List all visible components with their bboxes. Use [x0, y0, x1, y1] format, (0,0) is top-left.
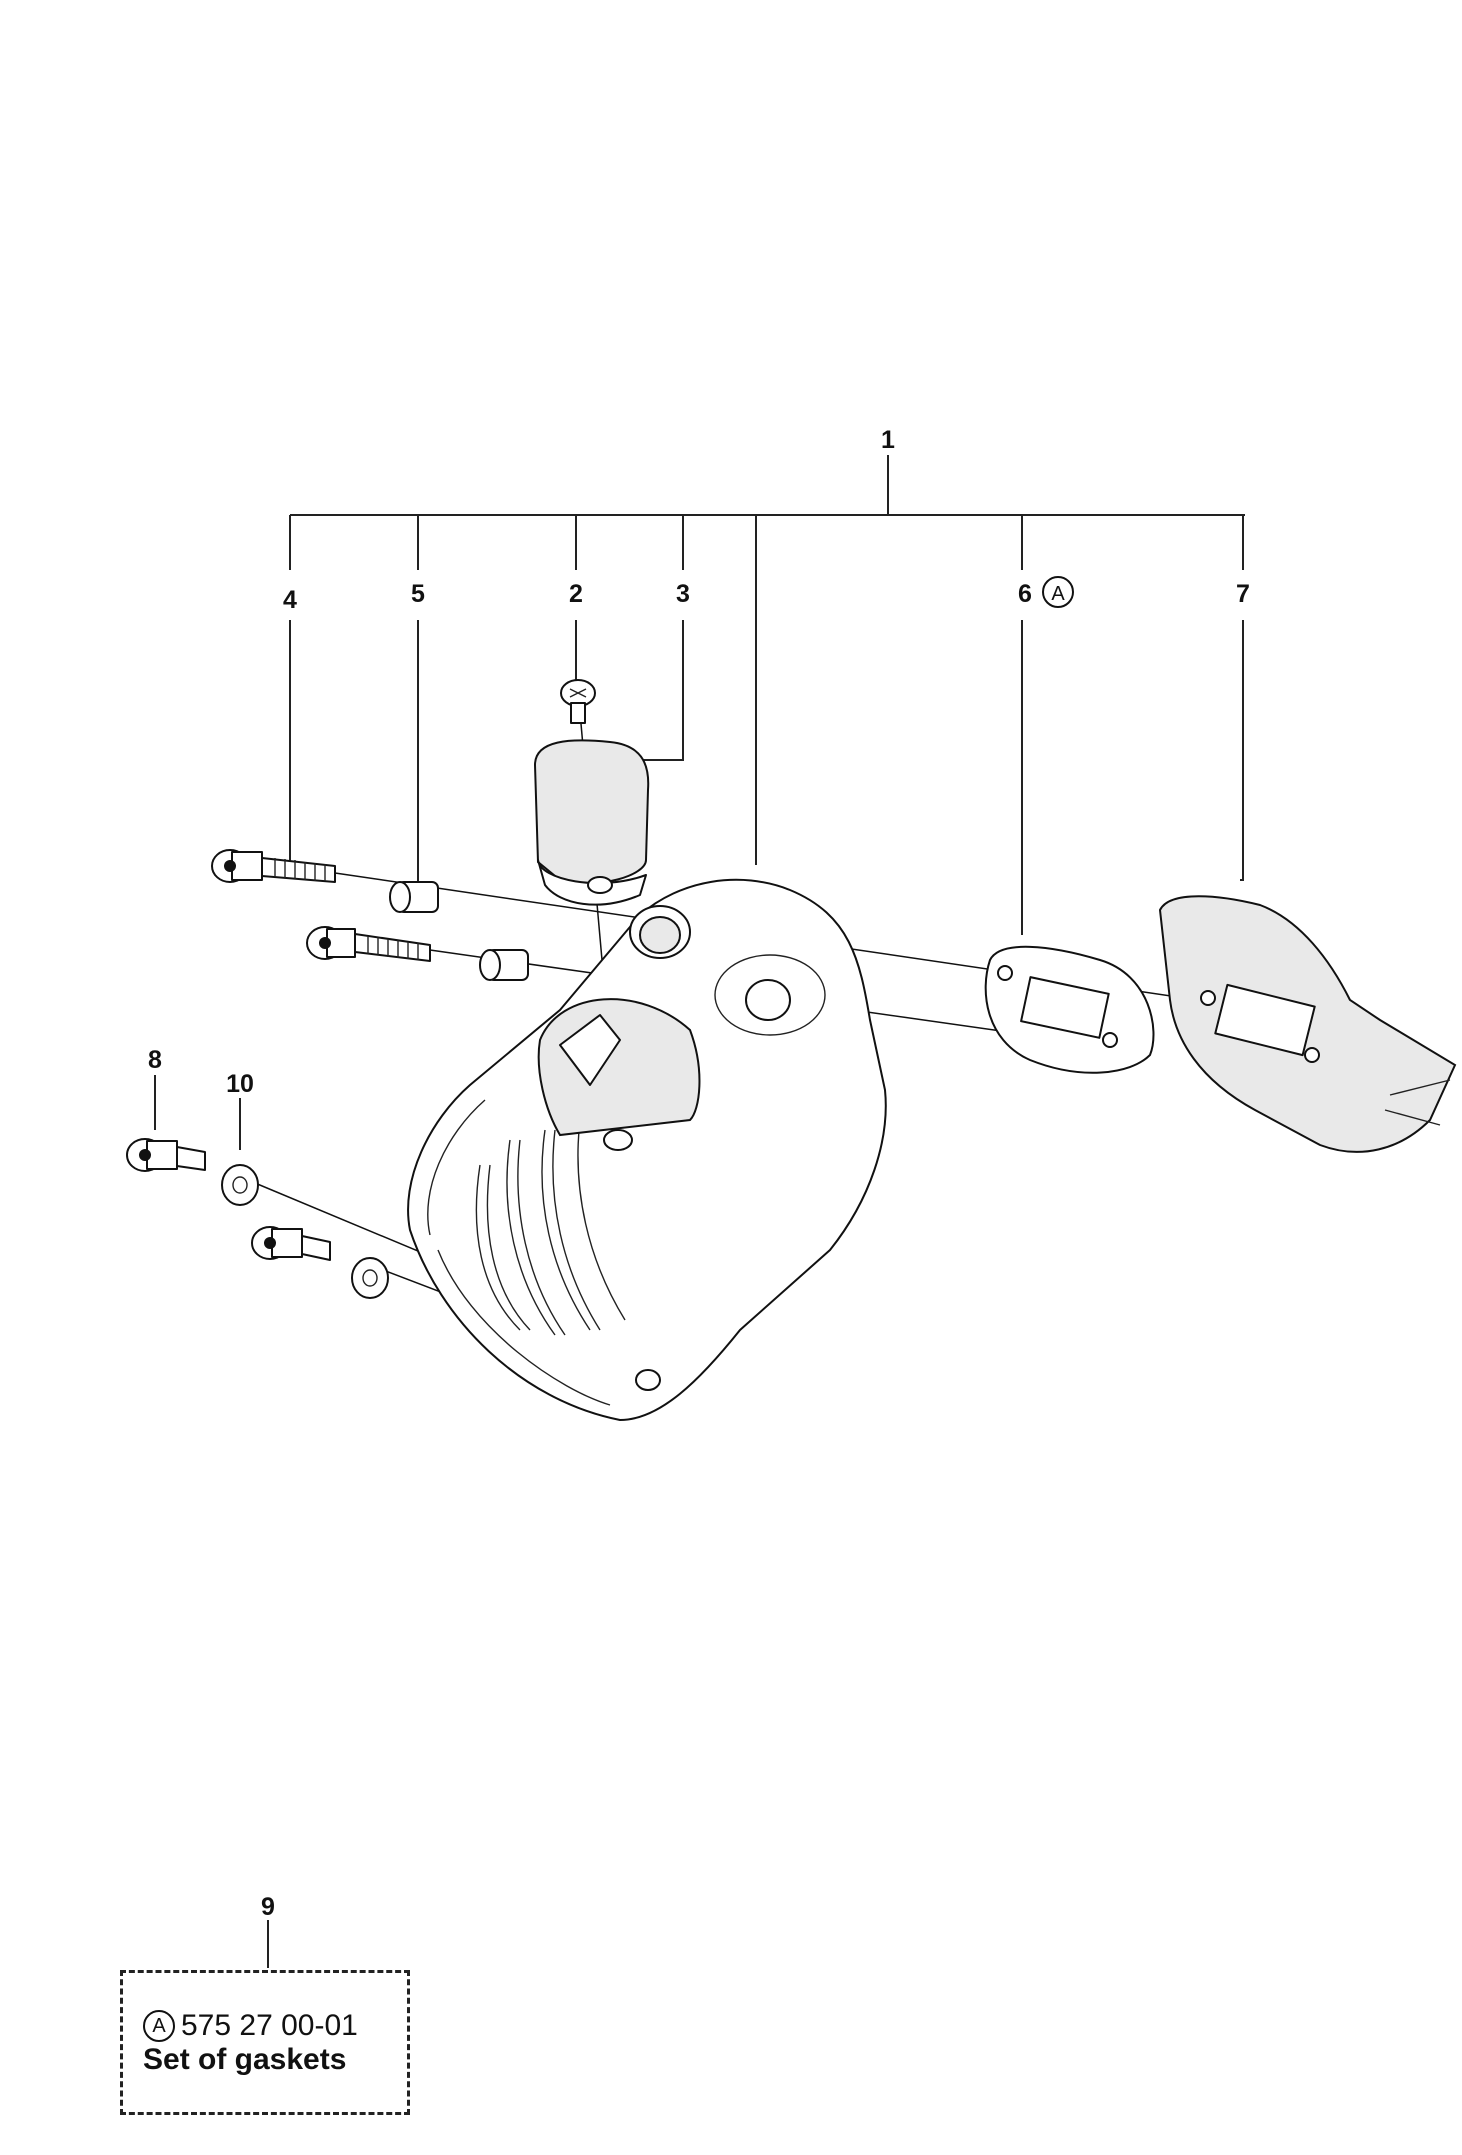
callout-6: 6 — [1018, 580, 1032, 608]
callout-labels: 1 4 5 2 3 6 A 7 8 10 9 — [148, 426, 1250, 1921]
kit-name: Set of gaskets — [143, 2043, 347, 2076]
callout-10: 10 — [226, 1070, 254, 1098]
set-marker-icon: A — [143, 2010, 175, 2042]
assembly-leader-tree — [289, 455, 1245, 865]
deflector-cap — [533, 739, 650, 906]
callout-8: 8 — [148, 1046, 162, 1074]
callout-7: 7 — [1236, 580, 1250, 608]
callout-1: 1 — [881, 426, 895, 454]
callout-5: 5 — [411, 580, 425, 608]
callout-3: 3 — [676, 580, 690, 608]
spacer-lower — [479, 949, 529, 981]
callout-2: 2 — [569, 580, 583, 608]
bolt-short-upper — [126, 1138, 206, 1172]
gasket — [984, 945, 1155, 1074]
set-marker-letter: A — [1051, 583, 1065, 605]
bolt-upper-long — [211, 849, 336, 883]
callout-9: 9 — [261, 1893, 275, 1921]
muffler-body — [407, 878, 887, 1421]
washer-lower — [351, 1257, 389, 1299]
screw-small — [560, 679, 596, 724]
kit-part-number: 575 27 00-01 — [181, 2009, 358, 2042]
bolt-middle-long — [306, 926, 431, 962]
set-marker-icon: A — [1042, 576, 1074, 608]
washer-upper — [221, 1164, 259, 1206]
heat-shield — [1158, 895, 1457, 1153]
part-leaders — [154, 620, 1244, 1968]
spacer-upper — [389, 881, 439, 913]
callout-4: 4 — [283, 586, 297, 614]
bolt-short-lower — [251, 1226, 331, 1261]
